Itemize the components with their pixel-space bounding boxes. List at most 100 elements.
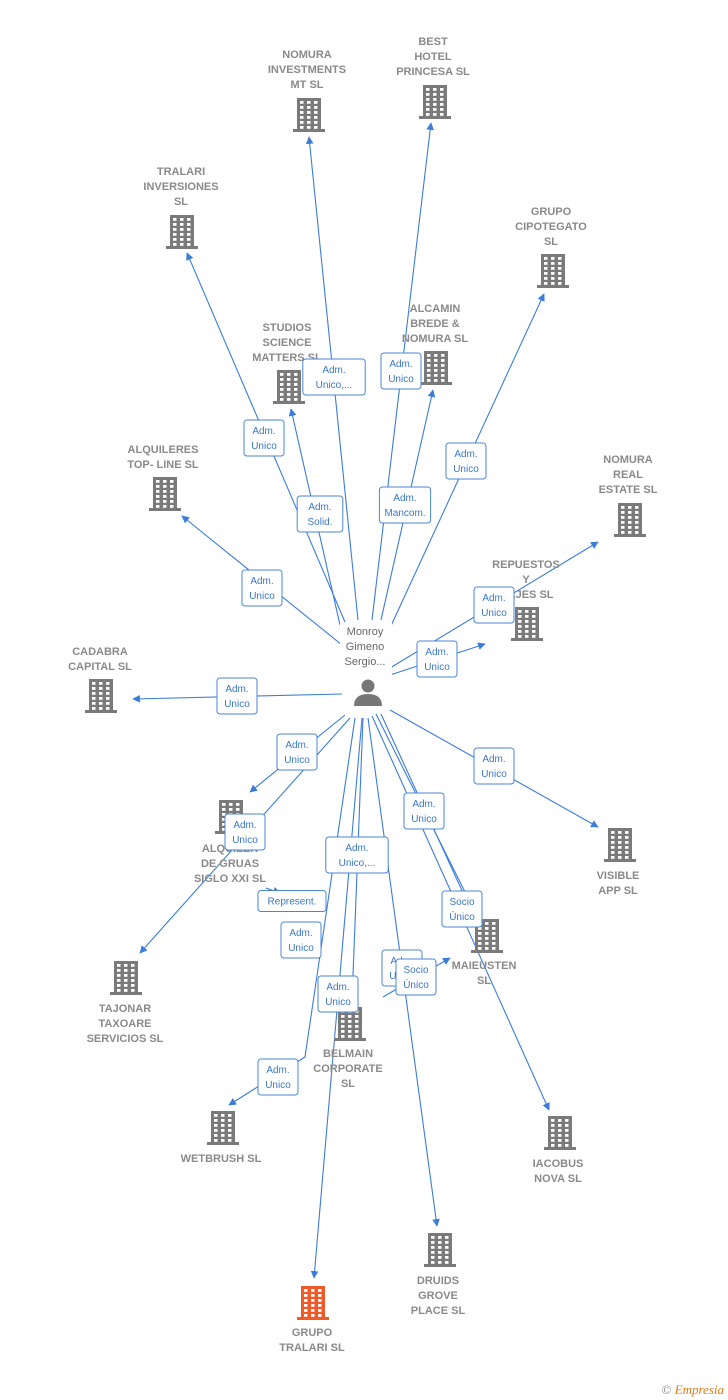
edge-label-box — [257, 1058, 299, 1096]
company-label: TOP- LINE SL — [127, 459, 199, 471]
company-label: SIGLO XXI SL — [194, 873, 266, 885]
company-label: SCIENCE — [263, 337, 312, 349]
edge-label-visible-app[interactable]: Adm.Unico — [473, 747, 515, 785]
company-label: PRINCESA SL — [396, 66, 470, 78]
company-label: NOMURA — [603, 454, 653, 466]
edge-label-text: Adm. — [425, 647, 448, 658]
edge-label-box — [216, 677, 258, 715]
company-label: NOMURA — [282, 49, 332, 61]
company-label: BREDE & — [410, 318, 460, 330]
company-node-wetbrush[interactable]: WETBRUSH SL — [181, 1111, 262, 1165]
company-label: PLACE SL — [411, 1305, 466, 1317]
building-icon — [511, 607, 543, 641]
edge-label-box — [416, 640, 458, 678]
edge-label-wetbrush[interactable]: Represent. — [257, 890, 327, 912]
edge-label-box — [317, 975, 359, 1013]
company-label: GRUPO — [531, 206, 572, 218]
edge-label-text: Único — [449, 910, 475, 923]
edge-label-box — [395, 958, 437, 996]
building-icon — [614, 503, 646, 537]
company-label: DRUIDS — [417, 1275, 459, 1287]
edge-label-text: Unico — [388, 374, 414, 385]
edge-label-text: Adm. — [289, 928, 312, 939]
edge-label-text: Unico — [411, 814, 437, 825]
edge-label-nomura-real-estate[interactable]: Adm.Unico — [473, 586, 515, 624]
edge-label-text: Unico — [288, 943, 314, 954]
edge-label-text: Solid. — [307, 517, 332, 528]
edge-label-box — [280, 921, 322, 959]
edge-label-box — [302, 358, 366, 396]
edge-label-belmain[interactable]: Adm.Unico,... — [325, 836, 389, 874]
edge-label-text: Adm. — [345, 843, 368, 854]
edge-label-box — [257, 890, 327, 912]
edge-label-alcamin[interactable]: Adm.Mancom. — [378, 486, 432, 524]
company-label: BELMAIN — [323, 1048, 373, 1060]
edge-label-nomura-investments[interactable]: Adm.Unico,... — [302, 358, 366, 396]
brand-logo[interactable]: Empresia — [674, 1382, 724, 1397]
edge-label-text: Unico — [249, 591, 275, 602]
edge-label-text: Adm. — [454, 449, 477, 460]
building-icon — [419, 85, 451, 119]
edge-label-alquileres-top-line[interactable]: Adm. Unico — [241, 569, 283, 607]
edge-label-text: Adm. — [308, 502, 331, 513]
edge-label-text: Unico — [424, 662, 450, 673]
company-label: INVESTMENTS — [268, 64, 346, 76]
edge-label-text: Adm. — [250, 576, 273, 587]
company-node-nomura-investments[interactable]: NOMURA INVESTMENTS MT SL — [268, 49, 346, 132]
edge-label-cadabra[interactable]: Adm.Unico — [216, 677, 258, 715]
person-node[interactable]: MonroyGimenoSergio... — [340, 623, 392, 709]
company-label: ALCAMIN — [410, 303, 461, 315]
edge-label-text: Adm. — [412, 799, 435, 810]
edge-label-repuestos[interactable]: Adm. Unico — [416, 640, 458, 678]
edge-label-tralari-inversiones[interactable]: Adm.Unico — [243, 419, 285, 457]
edge-label-box — [473, 586, 515, 624]
edge-label-box — [325, 836, 389, 874]
edge-label-text: Socio — [403, 965, 428, 976]
edge-label-best-hotel[interactable]: Adm.Unico — [380, 352, 422, 390]
edge-label-box — [473, 747, 515, 785]
edge-label-text: Unico,... — [316, 380, 353, 391]
edge-label-box — [276, 733, 318, 771]
edge-label-alquiler-gruas[interactable]: Adm.Unico — [276, 733, 318, 771]
edge-label-maieusten[interactable]: Adm. Unico — [403, 792, 445, 830]
edge-label-tajonar[interactable]: Adm.Unico — [224, 813, 266, 851]
edge-label-druids-grove[interactable]: Adm.Unico — [317, 975, 359, 1013]
person-label: Gimeno — [346, 641, 385, 653]
edge-label-text: Unico — [224, 699, 250, 710]
company-label: SERVICIOS SL — [87, 1033, 164, 1045]
edge-label-box — [243, 419, 285, 457]
edge-label-grupo-cipotegato[interactable]: Adm.Unico — [445, 442, 487, 480]
building-icon — [537, 254, 569, 288]
copyright-icon: © — [661, 1382, 672, 1397]
edge-label-wetbrush[interactable]: Adm.Unico — [257, 1058, 299, 1096]
edge-label-grupo-tralari[interactable]: Adm. Unico — [280, 921, 322, 959]
edge-label-studios-science[interactable]: Adm. Solid. — [296, 495, 344, 533]
company-label: BEST — [418, 36, 448, 48]
company-label: SL — [477, 975, 491, 987]
building-icon — [297, 1286, 329, 1320]
edge-label-box — [445, 442, 487, 480]
building-icon — [85, 679, 117, 713]
edge-label-text: Adm. — [266, 1065, 289, 1076]
edge-label-text: Mancom. — [384, 508, 425, 519]
company-label: MT SL — [291, 79, 324, 91]
company-label: TRALARI SL — [279, 1342, 345, 1354]
